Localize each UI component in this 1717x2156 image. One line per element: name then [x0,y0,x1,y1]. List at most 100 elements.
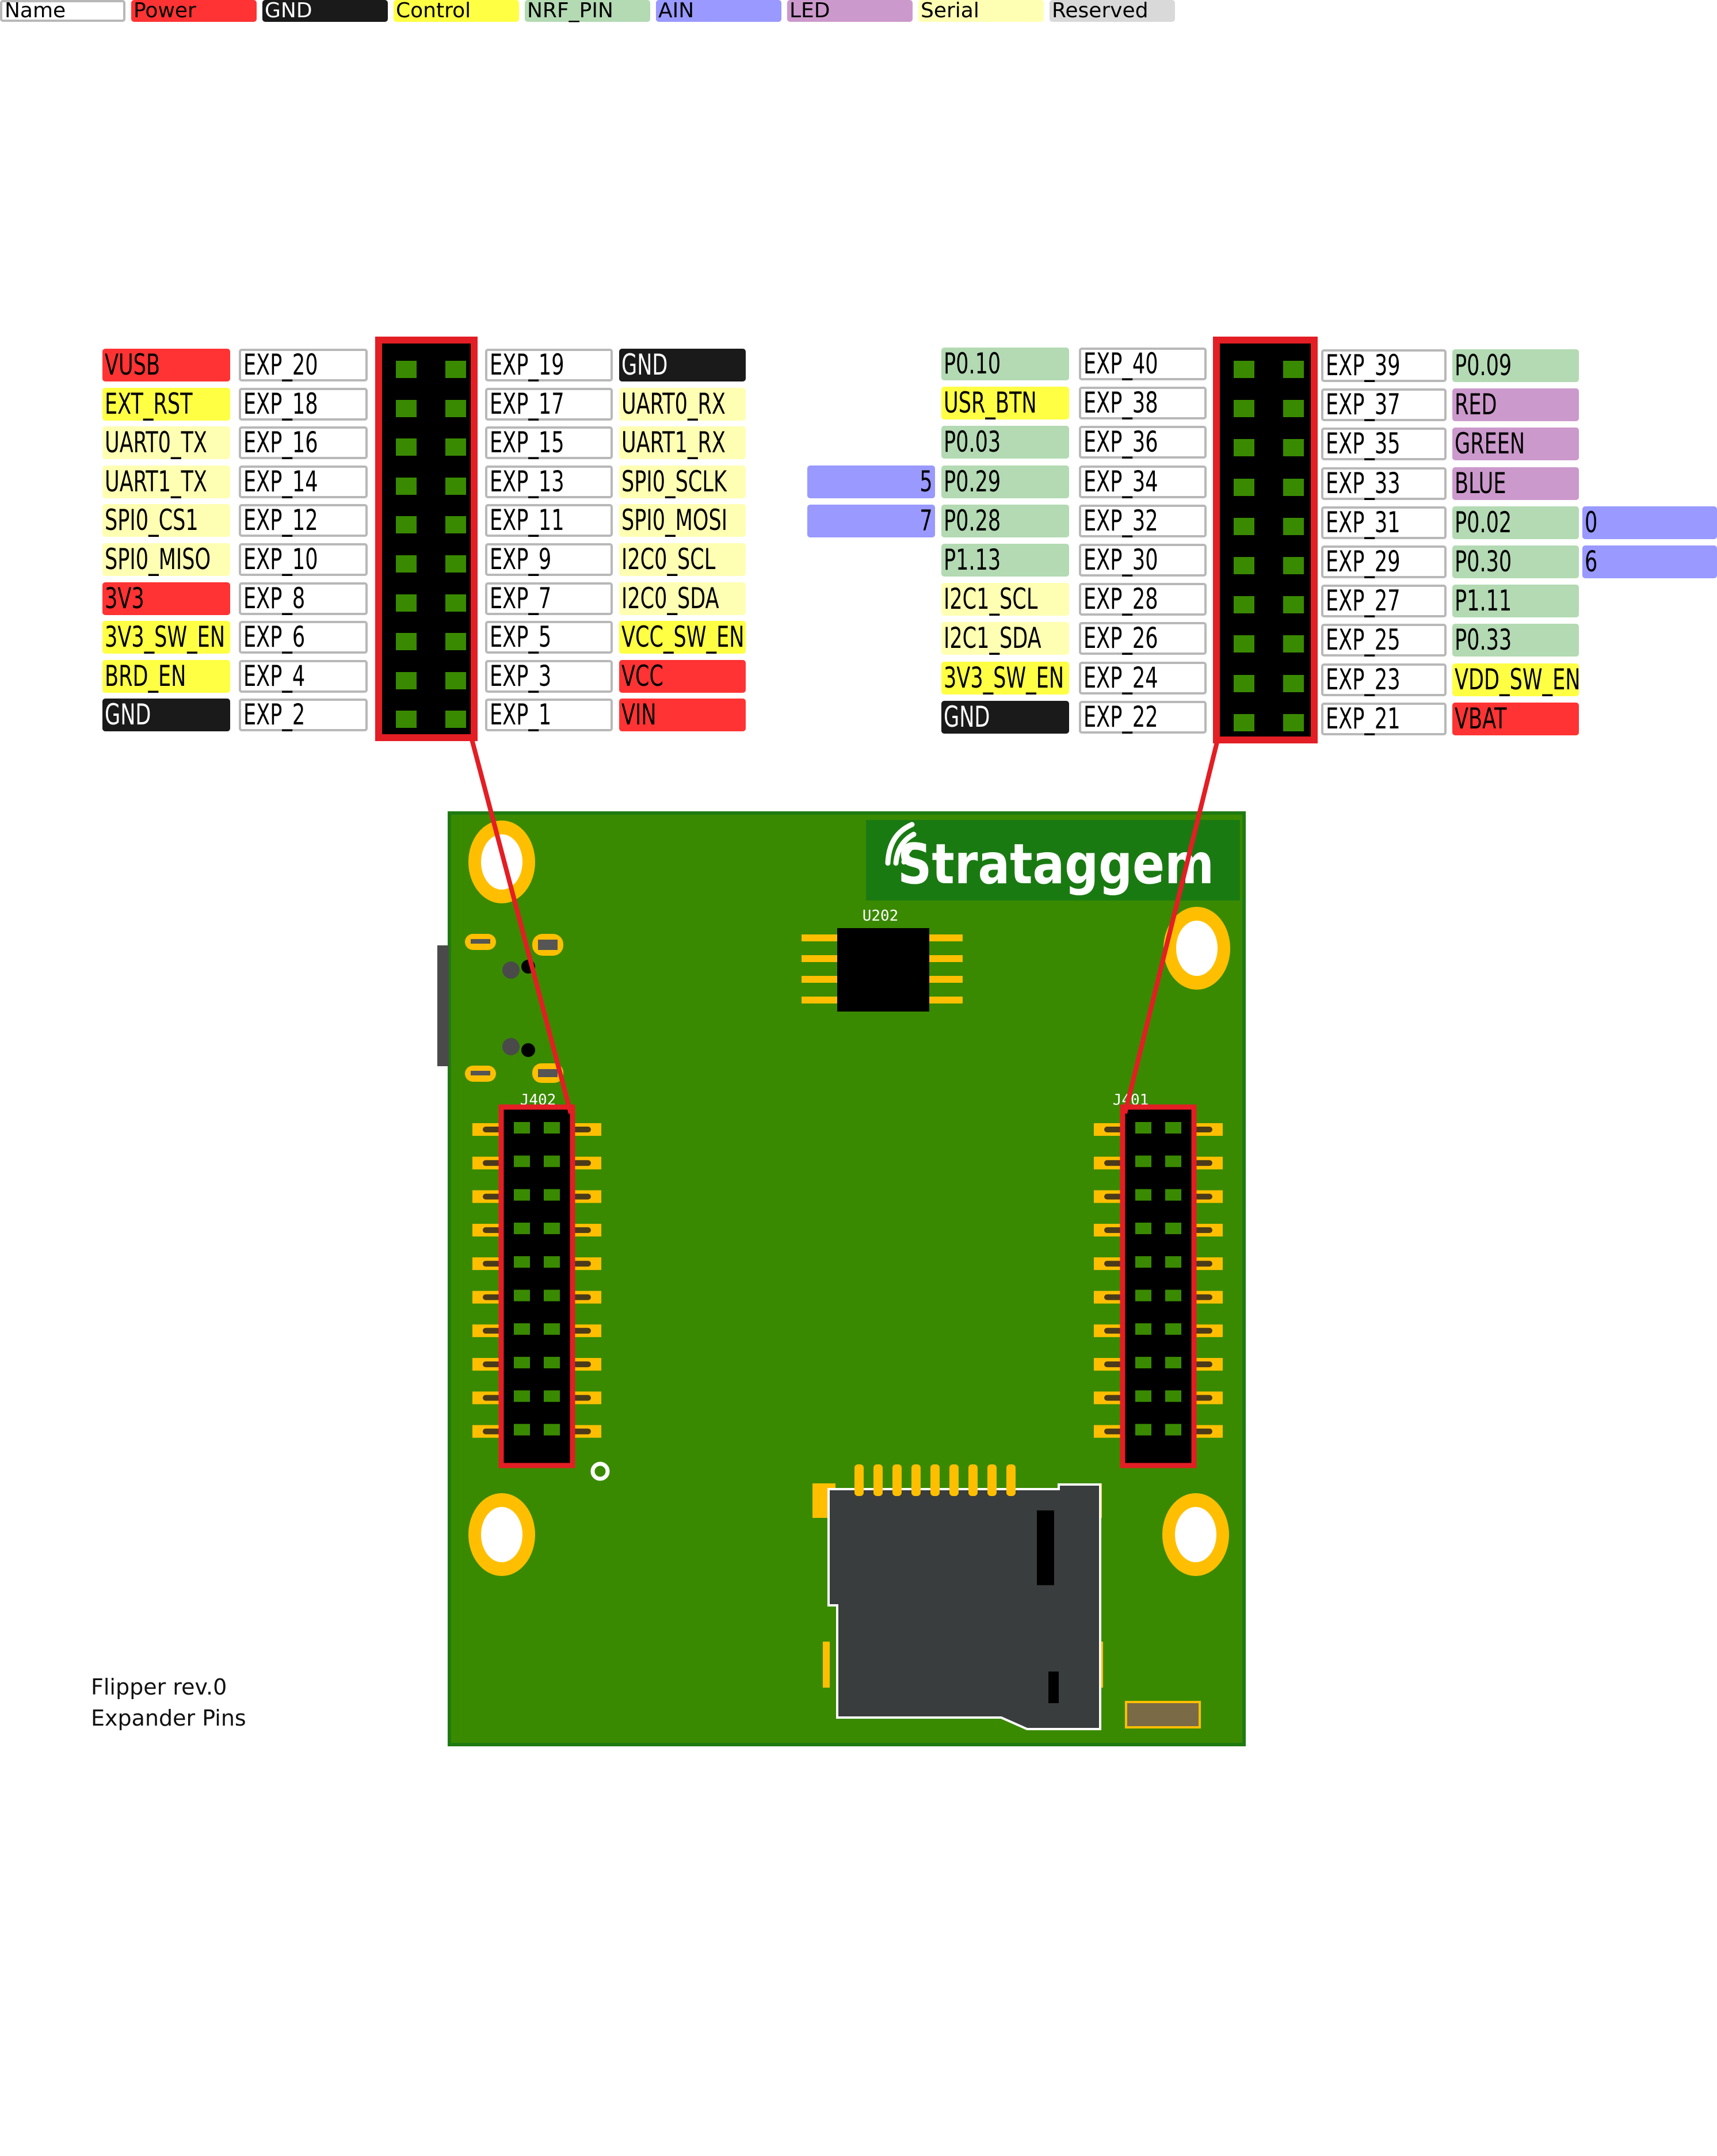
pin-name-label: EXP_30 [1079,544,1207,577]
legend-item-control: Control [394,0,519,22]
ain-channel-label-text: 0 [1585,506,1598,539]
header-pin [396,438,417,456]
pin-function-label: GND [619,349,746,381]
pin-function-label-text: UART0_RX [621,387,726,421]
pin-function-label-text: I2C0_SCL [621,543,716,576]
header-pin [514,1189,530,1201]
pin-function-label-text: 3V3_SW_EN [944,661,1064,695]
header-pin [544,1189,560,1201]
pin-function-label: VDD_SW_EN [1452,663,1581,696]
pin-name-label: EXP_10 [239,543,368,576]
pin-function-label: RED [1452,388,1579,421]
ain-channel-label: 0 [1582,506,1717,539]
pin-name-label-text: EXP_12 [243,503,318,537]
header-pin [1283,557,1304,574]
pin-name-label-text: EXP_39 [1326,349,1401,382]
header-body [498,1104,575,1468]
header-pin [1165,1357,1181,1369]
header-pin [1135,1155,1151,1167]
legend-item-led: LED [787,0,913,22]
ain-channel-label-text: 6 [1585,545,1598,578]
pin-function-label: VIN [619,699,746,731]
brand-logo: Strataggem [898,832,1214,896]
pin-name-label-text: EXP_33 [1326,467,1401,500]
pin-function-label: SPI0_MISO [102,543,230,576]
pin-name-label: EXP_39 [1321,349,1447,382]
pin-function-label-text: 3V3 [105,582,144,615]
header-pin [1283,439,1304,456]
pin-name-label: EXP_28 [1079,583,1207,616]
pin-name-label-text: EXP_19 [490,348,564,381]
pin-function-label: P1.11 [1452,585,1579,617]
pin-name-label-text: EXP_32 [1083,504,1158,537]
header-pin [445,400,466,417]
header-pin [396,555,417,573]
pin-function-label-text: P0.30 [1455,545,1512,578]
pin-function-label-text: P0.28 [944,504,1001,537]
pin-name-label-text: EXP_35 [1326,427,1401,460]
header-pin [396,361,417,378]
header-pin [1283,635,1304,652]
pin-function-label-text: SPI0_CS1 [105,503,199,537]
pin-function-label-text: P1.11 [1455,584,1512,617]
pin-name-label: EXP_17 [485,388,613,421]
pin-function-label-text: VBAT [1455,702,1507,735]
header-pin [544,1323,560,1335]
header-pin [445,478,466,495]
header-pin [544,1155,560,1167]
pin-function-label-text: EXT_RST [105,387,193,421]
header-pin [396,711,417,728]
header-pin [514,1222,530,1234]
legend-item-gnd: GND [262,0,388,22]
pin-function-label: UART1_TX [102,465,230,498]
pin-name-label-text: EXP_22 [1083,700,1158,734]
pin-name-label-text: EXP_1 [490,698,552,731]
pin-function-label-text: P0.33 [1455,623,1512,657]
pin-function-label-text: SPI0_MOSI [621,503,728,537]
pin-function-label-text: VUSB [105,348,161,381]
pin-function-label: I2C1_SCL [941,583,1069,616]
header-pin [1234,400,1254,417]
header-pin [1135,1289,1151,1302]
sd-pin [873,1464,883,1496]
header-pin [514,1357,530,1369]
caption-subtitle: Expander Pins [91,1705,246,1731]
pin-function-label: BLUE [1452,467,1579,500]
header-pin [1283,400,1304,417]
header-pin [1135,1222,1151,1234]
pin-name-label: EXP_9 [485,543,613,576]
header-pin [514,1390,530,1402]
header-pin [445,361,466,378]
sd-pin [968,1464,978,1496]
header-pin [514,1424,530,1436]
pin-name-label-text: EXP_10 [243,543,318,576]
pin-name-label: EXP_18 [239,388,368,421]
header-pin [445,516,466,533]
pin-name-label-text: EXP_29 [1326,545,1401,578]
pin-function-label: UART1_RX [619,426,746,459]
header-pin [1165,1189,1181,1201]
pin-name-label-text: EXP_4 [243,659,306,693]
pin-function-label: P0.09 [1452,349,1579,382]
pin-function-label: EXT_RST [102,388,230,421]
legend-item-serial: Serial [918,0,1044,22]
pin-function-label-text: I2C0_SDA [621,582,719,615]
pin-function-label-text: BRD_EN [105,659,186,693]
pin-name-label: EXP_26 [1079,622,1207,655]
pin-name-label-text: EXP_13 [490,465,564,498]
pin-name-label-text: EXP_16 [243,426,318,459]
header-pin [1135,1323,1151,1335]
pin-function-label: VUSB [102,349,230,381]
pin-name-label: EXP_8 [239,582,368,615]
sd-pin [911,1464,921,1496]
pin-name-label-text: EXP_34 [1083,465,1158,498]
pin-function-label: SPI0_MOSI [619,504,746,537]
header-pin [544,1357,560,1369]
header-pin [1234,518,1254,535]
header-pin [396,516,417,533]
pin-name-label: EXP_35 [1321,428,1447,460]
pin-name-label-text: EXP_11 [490,503,564,537]
pin-function-label-text: BLUE [1455,467,1506,500]
pin-name-label: EXP_24 [1079,662,1207,695]
pin-function-label-text: USR_BTN [944,386,1037,419]
